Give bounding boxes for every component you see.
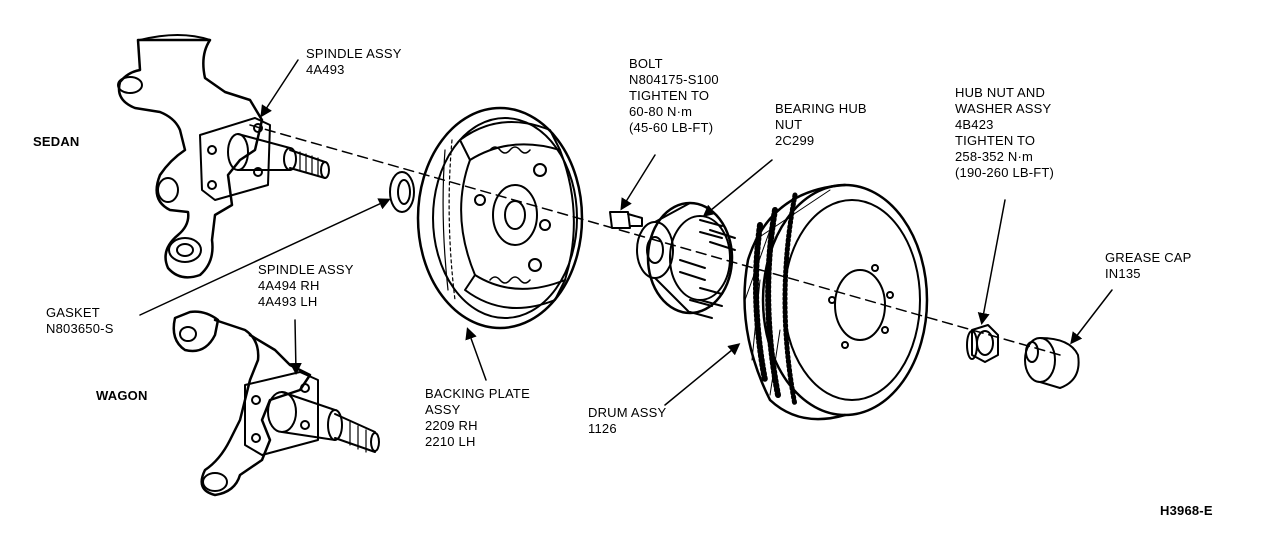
leader-spindle-wagon (289, 319, 302, 375)
sedan-heading: SEDAN (33, 134, 80, 149)
leader-spindle-sedan (260, 59, 299, 118)
gasket (389, 171, 415, 213)
figure-id: H3968-E (1160, 503, 1213, 518)
wagon-spindle (172, 310, 380, 497)
bolt (609, 211, 643, 229)
hub-nut (966, 324, 999, 363)
leader-backing-plate (465, 327, 487, 381)
leader-bearing-hub-nut (702, 159, 773, 217)
leader-hub-nut (977, 199, 1006, 325)
leader-bolt (620, 154, 656, 211)
sedan-spindle (117, 34, 330, 279)
hub (636, 201, 736, 319)
leader-grease-cap (1070, 289, 1113, 345)
grease-cap (1024, 337, 1080, 389)
leader-gasket (139, 198, 391, 316)
backing-plate (416, 106, 584, 330)
leader-drum (664, 343, 741, 406)
brake-drum (743, 183, 929, 421)
leader-lines (139, 59, 1113, 406)
wagon-heading: WAGON (96, 388, 148, 403)
centerline (249, 124, 1061, 356)
